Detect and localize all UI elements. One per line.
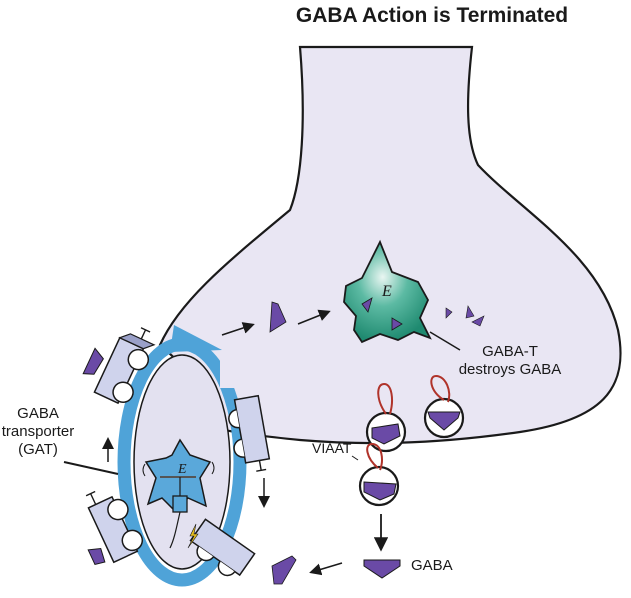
gaba-transporter-bottom-left: [85, 490, 144, 566]
gaba-molecule-synapse: [363, 559, 401, 579]
arrow-to-gaba: [221, 322, 255, 336]
gat-label-line1: GABA: [17, 405, 59, 422]
diagram-title: GABA Action is Terminated: [296, 4, 568, 27]
gaba-fragment: [471, 315, 485, 327]
presynaptic-terminal: [158, 45, 622, 445]
energy-enzyme: E: [142, 438, 215, 549]
gabat-label-line2: destroys GABA: [459, 361, 562, 378]
arrow-to-gabat: [297, 309, 331, 325]
cycle-arrowhead: [170, 325, 222, 352]
gabat-pointer-line: [429, 331, 461, 351]
gat-label-line3: (GAT): [18, 441, 58, 458]
lightning-icon: [187, 523, 199, 549]
gaba-molecule-cytosol: [269, 301, 287, 333]
gaba-t-enzyme: E: [343, 239, 432, 344]
arrow-reuptake: [309, 562, 343, 576]
atp-box: [172, 495, 188, 513]
gat-pointer-line: [63, 461, 119, 475]
vesicle: [365, 382, 407, 453]
gaba-t-letter: E: [381, 283, 392, 300]
gaba-label: GABA: [411, 557, 453, 574]
gaba-fragment: [465, 305, 475, 319]
gaba-transporter-bottom-right: [189, 518, 256, 577]
gaba-transporter-right: [228, 394, 271, 472]
viaat-pointer: [351, 455, 359, 461]
gaba-transporter-top-left: [82, 327, 156, 405]
viaat-label: VIAAT: [312, 440, 352, 456]
vesicle: [358, 442, 400, 507]
gaba-fragment: [445, 307, 453, 319]
gat-label-line2: transporter: [2, 423, 75, 440]
gaba-molecule-reuptake: [271, 555, 297, 585]
vesicle: [423, 374, 465, 439]
enzyme-letter: E: [177, 462, 187, 477]
gabat-label-line1: GABA-T: [482, 343, 538, 360]
